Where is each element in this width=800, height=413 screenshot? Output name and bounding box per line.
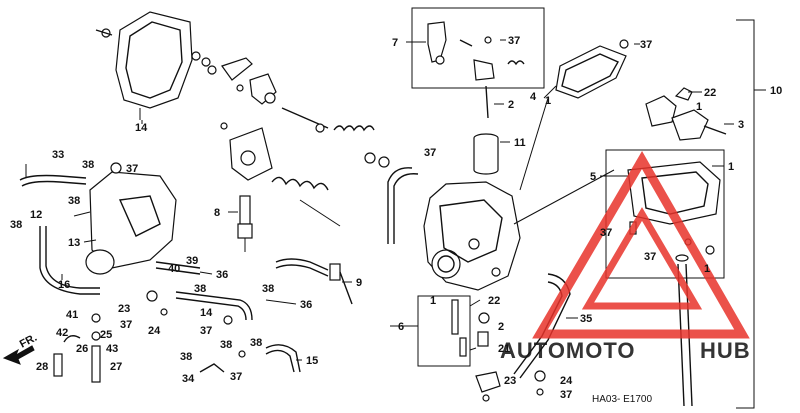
callout-24-b: 26 [76, 343, 88, 355]
callout-21: 23 [504, 375, 516, 387]
callout-35: 37 [126, 163, 138, 175]
watermark-logo: AUTOMOTO HUB [500, 151, 751, 363]
callout-4: 4 [530, 91, 537, 103]
air-intake-housing [85, 162, 177, 275]
callout-38-f: 43 [106, 343, 118, 355]
vacuum-piston-11 [473, 85, 499, 175]
callout-37-c: 38 [262, 283, 274, 295]
callout-1-d: 1 [704, 263, 710, 275]
callout-33: 37 [640, 39, 652, 51]
callout-7: 7 [392, 37, 398, 49]
callout-26: 28 [36, 361, 48, 373]
callout-1-c: 1 [728, 161, 734, 173]
callout-34: 37 [600, 227, 612, 239]
callout-38-b: 39 [186, 255, 198, 267]
callout-38-e: 42 [56, 327, 68, 339]
callout-22-b: 24 [560, 375, 573, 387]
callout-10: 10 [770, 85, 782, 97]
callout-36-c: 37 [230, 371, 242, 383]
callout-17: 22 [704, 87, 716, 99]
throttle-return-spring [271, 176, 341, 227]
callout-9: 9 [356, 277, 362, 289]
drain-hose-16 [39, 226, 100, 295]
callout-3: 3 [738, 119, 744, 131]
callout-37-d: 38 [82, 159, 94, 171]
throttle-bracket [220, 122, 273, 181]
callout-36-d: 37 [560, 389, 572, 401]
diagram-code: HA03- E1700 [592, 394, 652, 405]
callout-11: 11 [514, 137, 526, 149]
callout-14: 14 [200, 307, 213, 319]
callout-36-b: 37 [120, 319, 132, 331]
callout-38-d: 41 [66, 309, 78, 321]
callout-27: 33 [52, 149, 64, 161]
watermark-triangle-outer [532, 151, 750, 339]
callout-38-c: 40 [168, 263, 180, 275]
leader-lines [25, 39, 734, 361]
front-direction-arrow [2, 345, 35, 365]
carburetor-top-cover [95, 11, 217, 120]
callout-20: 22 [488, 295, 500, 307]
front-label: FR. [18, 332, 39, 351]
callout-19: 21 [498, 343, 510, 355]
callout-8: 8 [214, 207, 220, 219]
vent-hose-27 [19, 174, 87, 187]
callout-37-h: 38 [220, 339, 232, 351]
callout-12: 12 [30, 209, 42, 221]
callout-2-a: 2 [508, 99, 514, 111]
callout-37-a: 37 [644, 251, 656, 263]
callout-29: 35 [580, 313, 592, 325]
callout-37-f: 38 [194, 283, 206, 295]
callout-37-g: 38 [250, 337, 262, 349]
jet-needle-assembly-8 [237, 195, 253, 252]
callout-24-a: 25 [100, 329, 112, 341]
diaphragm-cover-4 [555, 39, 629, 99]
callout-32: 37 [508, 35, 520, 47]
lower-fittings [53, 290, 168, 383]
callout-23: 24 [148, 325, 161, 337]
callout-38-a: 38 [10, 219, 22, 231]
inset-box-7 [411, 7, 545, 89]
callout-25: 27 [110, 361, 122, 373]
callout-30: 36 [216, 269, 228, 281]
watermark-text-automoto: AUTOMOTO [500, 338, 636, 363]
assembly-bracket-10 [736, 19, 766, 409]
choke-plunger-9 [275, 258, 353, 305]
breather-hoses [155, 261, 301, 373]
callout-36-a: 37 [200, 325, 212, 337]
callout-28: 34 [182, 373, 195, 385]
callout-22-a: 23 [118, 303, 130, 315]
callout-1-a: 1 [545, 95, 551, 107]
callout-37-e: 38 [68, 195, 80, 207]
callout-1-b: 1 [696, 101, 702, 113]
callout-37-b: 37 [424, 147, 436, 159]
float-3 [645, 87, 727, 141]
callout-2-b: 2 [498, 321, 504, 333]
callout-15: 15 [306, 355, 318, 367]
part-callouts: 14 7 37 37 4 1 2 11 22 3 1 10 5 1 37 37 … [10, 35, 782, 405]
callout-13: 13 [68, 237, 80, 249]
callout-1-e: 1 [430, 295, 436, 307]
hose-39 [387, 167, 419, 244]
carburetor-body [423, 181, 521, 291]
watermark-triangle-inner [581, 207, 703, 310]
watermark-text-hub: HUB [700, 338, 751, 363]
callout-16: 16 [58, 279, 70, 291]
callout-5: 5 [590, 171, 596, 183]
callout-31: 36 [300, 299, 312, 311]
callout-6: 6 [398, 321, 404, 333]
callout-18: 14 [135, 122, 148, 134]
jet-assembly-6 [417, 295, 546, 402]
throttle-linkage [221, 57, 390, 168]
callout-37-i: 38 [180, 351, 192, 363]
